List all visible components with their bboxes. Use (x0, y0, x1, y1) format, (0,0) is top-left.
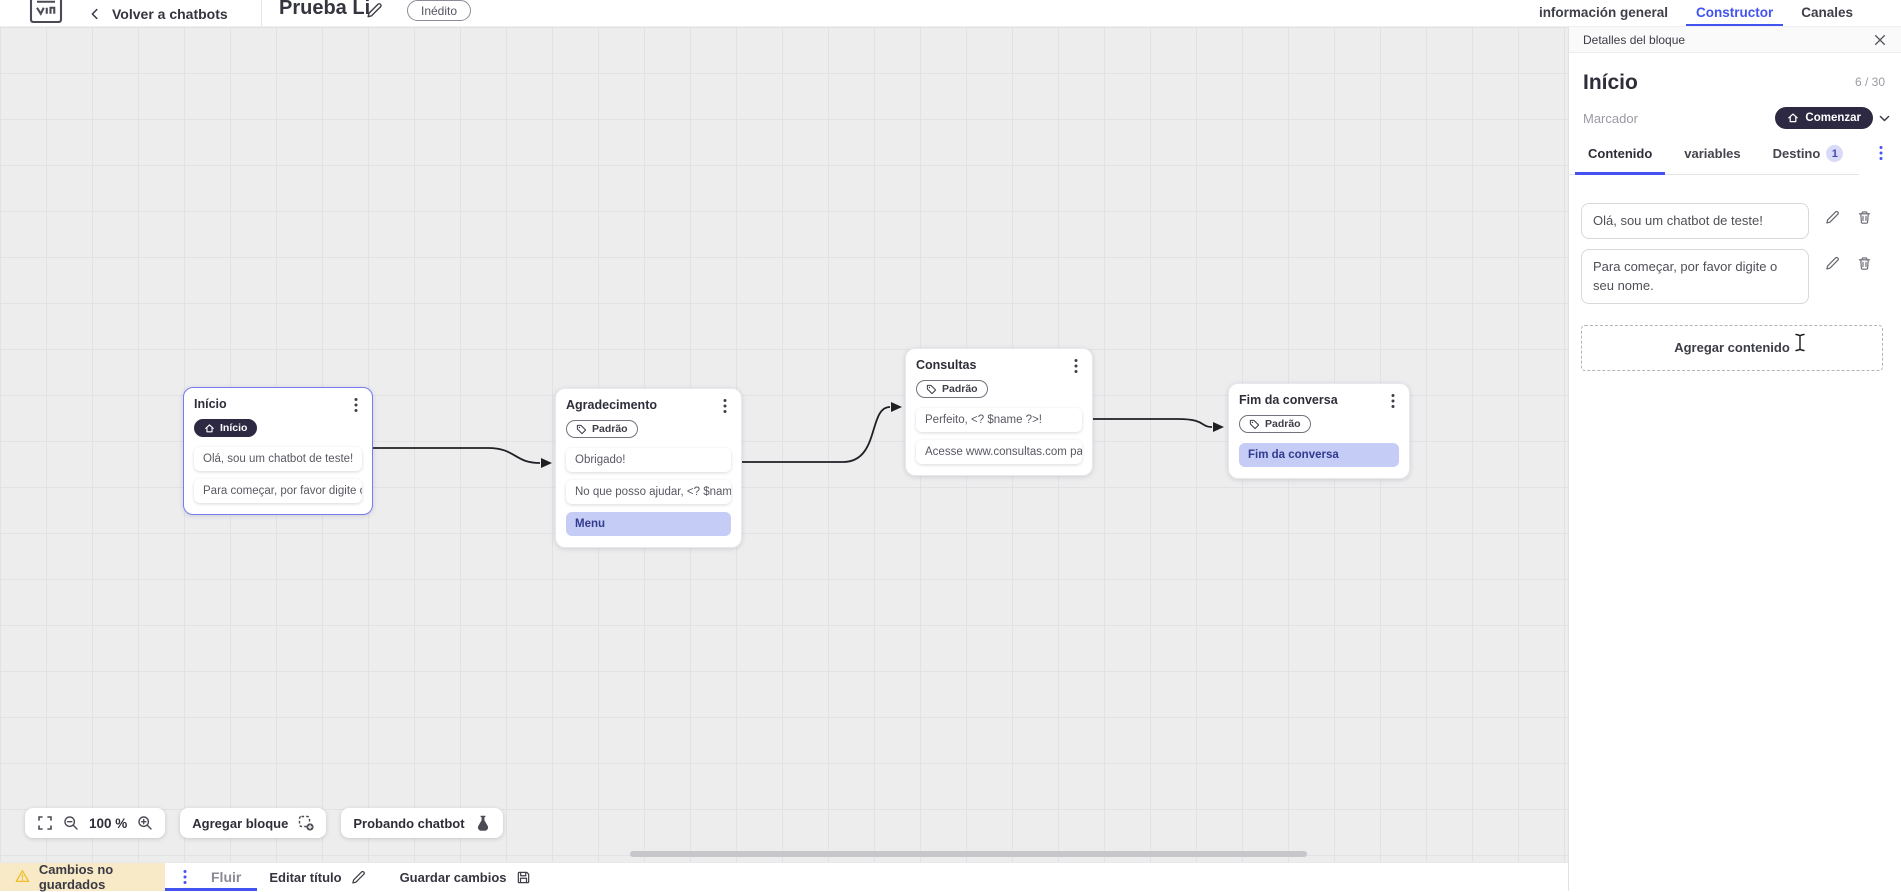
badge-label: Início (220, 422, 248, 434)
marker-label: Marcador (1583, 110, 1638, 126)
block-title: Agradecimento (566, 398, 657, 412)
tab-constructor[interactable]: Constructor (1685, 0, 1784, 26)
test-chatbot-button[interactable]: Probando chatbot (341, 808, 503, 838)
app-logo-icon[interactable] (28, 0, 64, 25)
badge-label: Padrão (592, 423, 628, 435)
close-icon[interactable] (1873, 33, 1887, 47)
content-message-field[interactable]: Olá, sou um chatbot de teste! (1581, 203, 1809, 239)
add-block-icon (298, 815, 314, 831)
block-name-field[interactable]: Início (1583, 71, 1638, 94)
bottom-bar: Cambios no guardados Fluir Editar título… (0, 862, 1568, 892)
edit-title-label: Editar título (269, 869, 342, 885)
chatbot-title: Prueba Li (279, 0, 371, 19)
pencil-icon (351, 870, 366, 885)
marker-value: Comenzar (1805, 112, 1861, 124)
edit-title-button[interactable]: Editar título (269, 863, 365, 891)
add-content-button[interactable]: Agregar contenido (1581, 324, 1883, 371)
flow-kebab-menu-icon[interactable] (179, 869, 191, 885)
flask-icon (475, 815, 491, 831)
flow-tab-fluir[interactable]: Fluir (165, 863, 258, 891)
test-chatbot-label: Probando chatbot (353, 815, 465, 831)
fit-screen-icon[interactable] (37, 815, 53, 831)
header-divider (261, 0, 262, 26)
content-message-field[interactable]: Para começar, por favor digite o seu nom… (1581, 248, 1809, 304)
edit-title-pencil-icon[interactable] (366, 2, 383, 19)
tab-channels[interactable]: Canales (1801, 4, 1853, 20)
delete-content-icon[interactable] (1857, 256, 1872, 271)
tab-general-info[interactable]: información general (1538, 4, 1668, 20)
block-message-row[interactable]: No que posso ajudar, <? $name ... (566, 479, 731, 504)
tab-variables[interactable]: variables (1684, 146, 1741, 161)
status-badge: Inédito (407, 0, 472, 21)
block-type-badge: Início (194, 419, 258, 437)
horizontal-scrollbar[interactable] (630, 851, 1307, 857)
marker-value-button[interactable]: Comenzar (1775, 107, 1873, 129)
badge-label: Padrão (942, 383, 978, 395)
tab-destino-label: Destino (1772, 146, 1821, 161)
back-label: Volver a chatbots (112, 5, 228, 22)
panel-title: Detalles del bloque (1583, 32, 1686, 47)
top-header: Volver a chatbots Prueba Li Inédito info… (0, 0, 1901, 27)
block-message-row[interactable]: Olá, sou um chatbot de teste! (194, 446, 362, 471)
tag-icon (926, 384, 937, 395)
destino-count-badge: 1 (1826, 145, 1844, 162)
panel-header: Detalles del bloque (1569, 27, 1901, 53)
block-menu-row[interactable]: Menu (566, 511, 731, 536)
content-item: Olá, sou um chatbot de teste! (1581, 203, 1883, 239)
home-icon (204, 423, 215, 434)
flow-canvas[interactable]: Início Início Olá, sou um chatbot de tes… (0, 27, 1568, 862)
warning-icon (15, 869, 30, 886)
badge-label: Padrão (1265, 418, 1301, 430)
add-block-label: Agregar bloque (192, 815, 289, 831)
tab-contenido[interactable]: Contenido (1575, 145, 1666, 175)
flow-tab-label: Fluir (211, 869, 242, 885)
add-block-button[interactable]: Agregar bloque (180, 808, 327, 838)
flow-block-consultas[interactable]: Consultas Padrão Perfeito, <? $name ?>! … (905, 348, 1093, 476)
block-title: Fim da conversa (1239, 393, 1338, 407)
panel-tabs: Contenido variables Destino 1 (1569, 145, 1901, 175)
save-icon (516, 870, 531, 885)
block-message-row[interactable]: Obrigado! (566, 447, 731, 472)
zoom-in-icon[interactable] (137, 815, 153, 831)
flow-block-agradecimento[interactable]: Agradecimento Padrão Obrigado! No que po… (555, 388, 742, 548)
block-message-row[interactable]: Para começar, por favor digite o ... (194, 478, 362, 503)
block-message-row[interactable]: Perfeito, <? $name ?>! (916, 407, 1082, 432)
block-type-badge: Padrão (1239, 415, 1311, 433)
canvas-toolbar: 100 % Agregar bloque Probando chatbot (25, 808, 503, 838)
flow-block-fim[interactable]: Fim da conversa Padrão Fim da conversa (1228, 383, 1410, 479)
name-char-counter: 6 / 30 (1854, 75, 1885, 89)
kebab-menu-icon[interactable] (350, 397, 362, 413)
back-to-chatbots-button[interactable]: Volver a chatbots (88, 0, 228, 26)
kebab-menu-icon[interactable] (719, 398, 731, 414)
content-item: Para começar, por favor digite o seu nom… (1581, 248, 1883, 304)
block-title: Consultas (916, 358, 977, 372)
edit-content-icon[interactable] (1825, 256, 1840, 271)
block-end-row[interactable]: Fim da conversa (1239, 442, 1399, 467)
block-type-badge: Padrão (916, 380, 988, 398)
kebab-menu-icon[interactable] (1387, 393, 1399, 409)
delete-content-icon[interactable] (1857, 210, 1872, 225)
unsaved-label: Cambios no guardados (38, 862, 114, 892)
flow-block-inicio[interactable]: Início Início Olá, sou um chatbot de tes… (183, 387, 373, 515)
panel-kebab-menu-icon[interactable] (1875, 145, 1887, 161)
chevron-left-icon (88, 7, 102, 21)
unsaved-changes-chip: Cambios no guardados (0, 862, 165, 892)
zoom-out-icon[interactable] (63, 815, 79, 831)
block-type-badge: Padrão (566, 420, 638, 438)
zoom-controls: 100 % (25, 808, 166, 838)
save-label: Guardar cambios (399, 869, 507, 885)
kebab-menu-icon[interactable] (1070, 358, 1082, 374)
tab-destino[interactable]: Destino 1 (1760, 145, 1857, 175)
header-tabs: información general Constructor Canales (1529, 0, 1863, 26)
chevron-down-icon[interactable] (1878, 112, 1891, 125)
tag-icon (1249, 419, 1260, 430)
save-changes-button[interactable]: Guardar cambios (400, 863, 531, 891)
zoom-level: 100 % (89, 815, 128, 831)
block-message-row[interactable]: Acesse www.consultas.com par... (916, 439, 1082, 464)
edit-content-icon[interactable] (1825, 210, 1840, 225)
block-title: Início (194, 397, 227, 411)
home-icon (1787, 112, 1799, 124)
tag-icon (576, 424, 587, 435)
block-details-panel: Detalles del bloque Início 6 / 30 Marcad… (1568, 27, 1901, 891)
